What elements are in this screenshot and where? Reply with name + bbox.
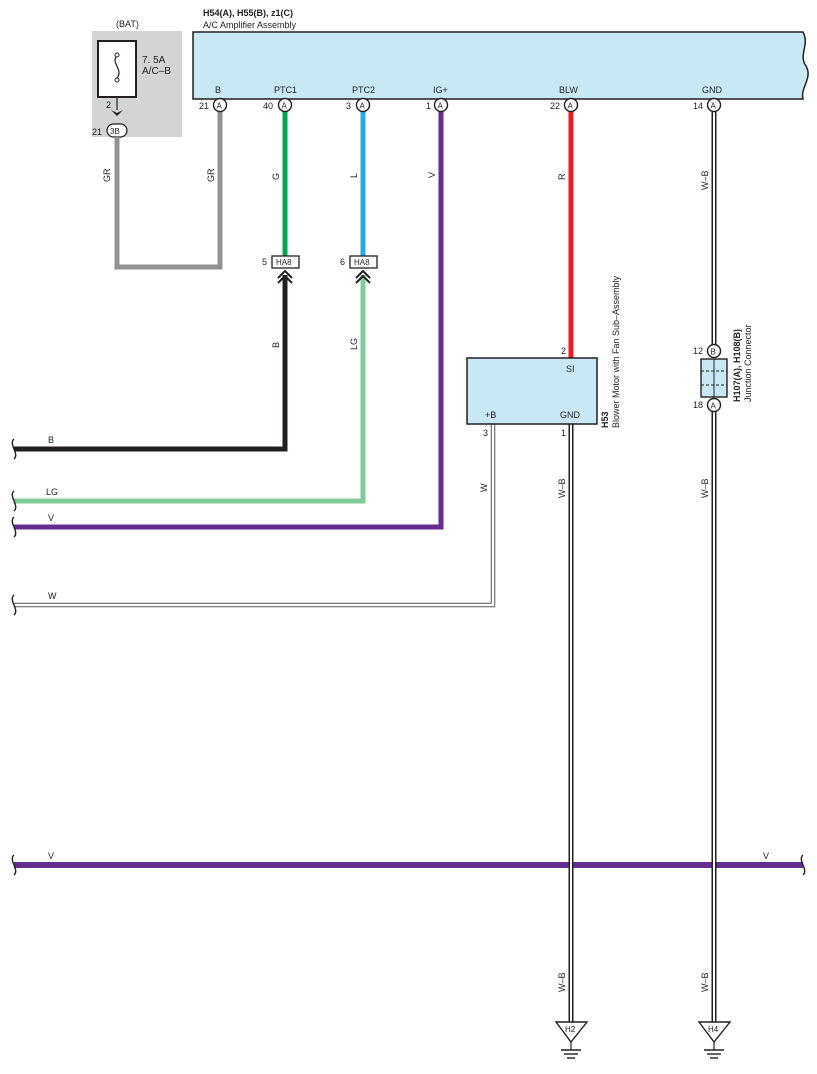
fuse-name: A/C–B bbox=[142, 66, 171, 77]
blower-pin-si: SI bbox=[566, 364, 575, 374]
bus-label-lg: LG bbox=[46, 487, 58, 497]
wire-b bbox=[14, 275, 288, 452]
pin-label-ig: IG+ bbox=[433, 85, 448, 95]
label-wb-jc: W–B bbox=[700, 478, 710, 498]
svg-text:H2: H2 bbox=[565, 1025, 576, 1034]
label-r: R bbox=[557, 173, 567, 180]
label-b: B bbox=[271, 342, 281, 348]
label-g: G bbox=[271, 173, 281, 180]
pin-num-ig: 1 bbox=[426, 101, 431, 111]
fuse-box bbox=[97, 40, 137, 98]
amp-pin-connectors: A A A A A A bbox=[212, 97, 722, 113]
label-gr-2: GR bbox=[206, 168, 216, 182]
svg-text:12: 12 bbox=[693, 346, 703, 356]
label-l: L bbox=[349, 173, 359, 178]
ground-h4: H4 bbox=[697, 1021, 732, 1059]
bottom-bus-label-right: V bbox=[763, 851, 769, 861]
svg-text:A: A bbox=[282, 102, 288, 111]
label-wb-gnd: W–B bbox=[700, 170, 710, 190]
svg-text:H4: H4 bbox=[708, 1025, 719, 1034]
inline-connector-ha8-5: 5 HA8 bbox=[262, 255, 300, 284]
pin-label-gnd: GND bbox=[702, 85, 723, 95]
junction-name: Junction Connector bbox=[743, 324, 753, 402]
bus-label-v: V bbox=[48, 513, 54, 523]
fuse-rating: 7. 5A bbox=[142, 55, 166, 66]
svg-text:6: 6 bbox=[340, 257, 345, 267]
bus-label-b: B bbox=[48, 435, 54, 445]
pin-num-ptc2: 3 bbox=[346, 101, 351, 111]
fuse-pin-bottom: 21 bbox=[92, 127, 102, 137]
blower-name: Blower Motor with Fan Sub–Assembly bbox=[611, 275, 621, 428]
label-w: W bbox=[479, 483, 489, 492]
amplifier-connector-title: H54(A), H55(B), z1(C) bbox=[203, 8, 293, 18]
fuse-pin-top: 2 bbox=[106, 100, 111, 110]
fuse-icon bbox=[114, 55, 120, 79]
svg-text:A: A bbox=[711, 102, 717, 111]
bottom-bus-label-left: V bbox=[48, 851, 54, 861]
amplifier-name: A/C Amplifier Assembly bbox=[203, 20, 297, 30]
svg-text:A: A bbox=[711, 402, 717, 411]
svg-text:A: A bbox=[360, 102, 366, 111]
blower-motor-box bbox=[466, 357, 598, 425]
ground-h2: H2 bbox=[554, 1021, 589, 1059]
pin-label-blw: BLW bbox=[559, 85, 578, 95]
blower-code: H53 bbox=[600, 411, 610, 428]
label-v: V bbox=[427, 172, 437, 178]
male-terminal-icon bbox=[277, 269, 293, 279]
inline-connector-ha8-6: 6 HA8 bbox=[340, 255, 378, 284]
svg-text:HA8: HA8 bbox=[354, 258, 370, 267]
fuse-source: (BAT) bbox=[116, 19, 139, 29]
pin-label-ptc1: PTC1 bbox=[274, 85, 297, 95]
label-gr-1: GR bbox=[102, 168, 112, 182]
male-terminal-icon bbox=[355, 269, 371, 279]
pin-num-blw: 22 bbox=[550, 101, 560, 111]
pin-num-ptc1: 40 bbox=[263, 101, 273, 111]
svg-text:HA8: HA8 bbox=[276, 258, 292, 267]
fuse-arrow-icon bbox=[111, 110, 123, 116]
label-lg: LG bbox=[349, 338, 359, 350]
ground-triangle-icon bbox=[554, 1021, 589, 1044]
svg-text:A: A bbox=[217, 102, 223, 111]
fuse-conn: 3B bbox=[110, 127, 120, 136]
label-wb-h2: W–B bbox=[557, 972, 567, 992]
svg-text:A: A bbox=[568, 102, 574, 111]
svg-text:B: B bbox=[711, 348, 716, 357]
junction-code: H107(A), H108(B) bbox=[732, 329, 742, 402]
blower-pin-si-num: 2 bbox=[561, 346, 566, 356]
amplifier-box bbox=[192, 31, 809, 100]
blower-pin-gnd: GND bbox=[560, 410, 581, 420]
blower-pin-b-num: 3 bbox=[483, 428, 488, 438]
pin-label-b: B bbox=[215, 85, 221, 95]
label-wb-motor: W–B bbox=[557, 478, 567, 498]
bus-label-w: W bbox=[48, 591, 57, 601]
blower-pin-gnd-num: 1 bbox=[561, 428, 566, 438]
junction-connector: 12 B 18 A bbox=[693, 343, 728, 413]
wire-gr bbox=[114, 112, 223, 270]
blower-pin-b: +B bbox=[485, 410, 496, 420]
wire-v bbox=[14, 112, 444, 530]
pin-num-gnd: 14 bbox=[693, 101, 703, 111]
svg-text:18: 18 bbox=[693, 400, 703, 410]
wire-lg bbox=[14, 275, 366, 504]
pin-label-ptc2: PTC2 bbox=[352, 85, 375, 95]
label-wb-h4: W–B bbox=[700, 972, 710, 992]
svg-text:A: A bbox=[438, 102, 444, 111]
ground-triangle-icon bbox=[697, 1021, 732, 1044]
pin-num-b: 21 bbox=[199, 101, 209, 111]
svg-text:5: 5 bbox=[262, 257, 267, 267]
bus-ends bbox=[11, 438, 806, 876]
